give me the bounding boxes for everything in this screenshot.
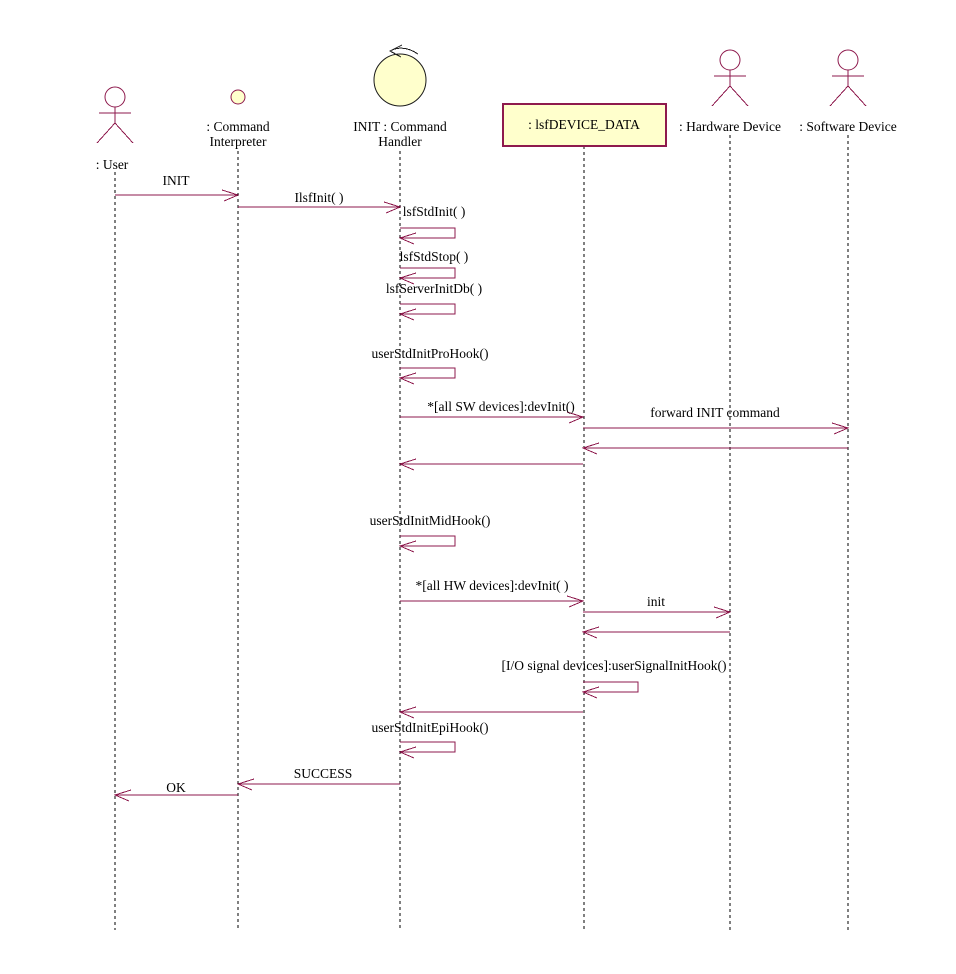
- message-ilsfinit-call: IlsfInit( ): [238, 190, 402, 214]
- message-devicedata-return-2: [398, 706, 583, 719]
- self-call-bracket: [400, 267, 456, 279]
- message-ok-result: OK: [113, 780, 238, 802]
- actor-leg-right: [114, 122, 134, 144]
- arrowhead-icon: [398, 372, 417, 385]
- message-label: *[all SW devices]:devInit(): [427, 399, 574, 414]
- message-label: forward INIT command: [650, 405, 780, 420]
- message-label: [I/O signal devices]:userSignalInitHook(…: [502, 658, 727, 673]
- arrowhead-icon: [398, 746, 417, 759]
- arrowhead-icon: [831, 422, 850, 435]
- message-label: userStdInitProHook(): [372, 346, 489, 361]
- arrowhead-icon: [398, 540, 417, 553]
- arrowhead-icon: [581, 442, 600, 455]
- participant-label: : lsfDEVICE_DATA: [528, 117, 640, 132]
- participant-label: INIT : Command: [353, 119, 447, 134]
- message-label: IlsfInit( ): [294, 190, 343, 205]
- arrowhead-icon: [398, 458, 417, 471]
- participant-label: : User: [96, 157, 129, 172]
- actor-leg-right: [847, 85, 867, 107]
- arrowhead-icon: [566, 595, 585, 608]
- message-lsfserverinitdb-self: lsfServerInitDb( ): [386, 281, 482, 321]
- message-label: INIT: [163, 173, 191, 188]
- actor-head-icon: [837, 49, 859, 71]
- arrowhead-icon: [113, 789, 132, 802]
- message-label: userStdInitEpiHook(): [372, 720, 489, 735]
- message-userstdinitmidhook-self: userStdInitMidHook(): [370, 513, 491, 553]
- actor-leg-right: [729, 85, 749, 107]
- actor-leg-left: [711, 85, 731, 107]
- participant-device-data: : lsfDEVICE_DATA: [502, 103, 667, 930]
- arrowhead-icon: [566, 411, 585, 424]
- message-label: SUCCESS: [294, 766, 353, 781]
- control-circle-icon: [373, 53, 427, 107]
- self-call-bracket: [400, 227, 456, 239]
- arrowhead-icon: [581, 626, 600, 639]
- message-userstdinitepihook-self: userStdInitEpiHook(): [372, 720, 489, 759]
- actor-leg-left: [829, 85, 849, 107]
- participant-label: Handler: [378, 134, 422, 149]
- participant-label: : Command: [206, 119, 270, 134]
- participant-user: : User: [96, 86, 134, 930]
- message-lsfstdinit-self: lsfStdInit( ): [398, 204, 466, 245]
- message-init-command: INIT: [115, 173, 240, 202]
- actor-leg-left: [96, 122, 116, 144]
- message-label: lsfStdStop( ): [400, 249, 469, 264]
- participant-label: : Software Device: [799, 119, 896, 134]
- self-call-bracket: [583, 681, 639, 693]
- participant-hardware-device: : Hardware Device: [679, 49, 781, 930]
- message-userstdinitprohook-self: userStdInitProHook(): [372, 346, 489, 385]
- arrowhead-icon: [221, 189, 240, 202]
- arrowhead-icon: [398, 232, 417, 245]
- message-label: lsfServerInitDb( ): [386, 281, 482, 296]
- actor-head-icon: [104, 86, 126, 108]
- self-call-bracket: [400, 303, 456, 315]
- arrowhead-icon: [398, 706, 417, 719]
- message-hw-devinit-call: *[all HW devices]:devInit( ): [400, 578, 585, 608]
- message-usersignalinithook-self: [I/O signal devices]:userSignalInitHook(…: [502, 658, 727, 699]
- message-label: OK: [166, 780, 186, 795]
- message-hardware-return: [581, 626, 730, 639]
- message-devicedata-return-1: [398, 458, 583, 471]
- arrowhead-icon: [236, 778, 255, 791]
- message-label: userStdInitMidHook(): [370, 513, 491, 528]
- message-success-result: SUCCESS: [236, 766, 400, 791]
- object-circle-icon: [230, 89, 246, 105]
- participant-software-device: : Software Device: [799, 49, 897, 930]
- message-label: lsfStdInit( ): [403, 204, 466, 219]
- participant-label: : Hardware Device: [679, 119, 781, 134]
- object-box: [502, 103, 667, 147]
- arrowhead-icon: [383, 201, 402, 214]
- arrowhead-icon: [398, 308, 417, 321]
- message-software-return: [581, 442, 848, 455]
- actor-head-icon: [719, 49, 741, 71]
- message-sw-devinit-call: *[all SW devices]:devInit(): [400, 399, 585, 424]
- control-arrow-icon: [388, 44, 403, 58]
- message-forward-init-call: forward INIT command: [583, 405, 850, 435]
- self-call-bracket: [400, 741, 456, 753]
- self-call-bracket: [400, 367, 456, 379]
- message-init-call: init: [583, 594, 732, 619]
- participant-label: Interpreter: [210, 134, 267, 149]
- arrowhead-icon: [398, 272, 417, 285]
- arrowhead-icon: [713, 606, 732, 619]
- message-label: *[all HW devices]:devInit( ): [415, 578, 568, 593]
- self-call-bracket: [400, 535, 456, 547]
- arrowhead-icon: [581, 686, 600, 699]
- message-label: init: [647, 594, 665, 609]
- message-lsfstdstop-self: lsfStdStop( ): [398, 249, 469, 285]
